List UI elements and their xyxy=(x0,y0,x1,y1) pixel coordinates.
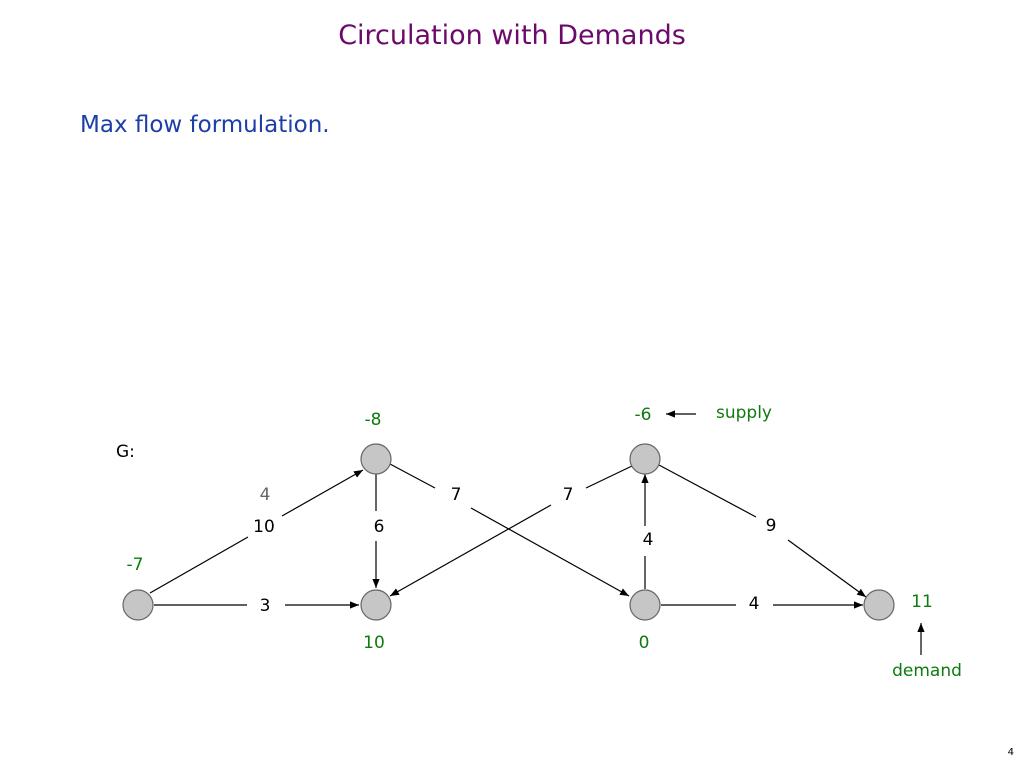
capacity-label-n4-n6: 9 xyxy=(766,516,777,536)
graph-node-n5 xyxy=(629,589,661,621)
edge-n4-n6 xyxy=(658,464,867,598)
graph-node-n6 xyxy=(863,589,895,621)
graph-node-n1 xyxy=(122,589,154,621)
slide-title: Circulation with Demands xyxy=(338,20,686,51)
graph-node-n3 xyxy=(360,589,392,621)
supply-annotation: supply xyxy=(716,403,772,423)
graph-label: G: xyxy=(116,442,135,462)
edge-n2-n5 xyxy=(389,463,630,597)
graph-node-n2 xyxy=(360,443,392,475)
graph-node-n4 xyxy=(629,443,661,475)
capacity-label-n1-n3: 3 xyxy=(260,596,271,616)
demand-label-n4: -6 xyxy=(635,405,652,425)
demand-annotation: demand xyxy=(892,661,962,681)
demand-label-n2: -8 xyxy=(365,410,382,430)
capacity-label-n2-n3: 6 xyxy=(374,517,385,537)
edge-n1-n2 xyxy=(149,469,364,594)
demand-label-n1: -7 xyxy=(127,555,144,575)
demand-label-n3: 10 xyxy=(363,633,385,653)
capacity-label-n2-n5: 7 xyxy=(451,485,462,505)
capacity-label-n5-n4: 4 xyxy=(643,530,654,550)
edge-n4-n3 xyxy=(389,465,633,597)
demand-label-n5: 0 xyxy=(639,633,650,653)
capacity-label-n5-n6: 4 xyxy=(749,594,760,614)
capacity-label-n1-n2: 10 xyxy=(253,517,275,537)
lower-bound-label-n1-n2: 4 xyxy=(260,485,271,505)
demand-label-n6: 11 xyxy=(911,592,933,612)
subtitle: Max flow formulation. xyxy=(80,112,330,138)
page-number: 4 xyxy=(1007,747,1014,758)
capacity-label-n4-n3: 7 xyxy=(563,485,574,505)
